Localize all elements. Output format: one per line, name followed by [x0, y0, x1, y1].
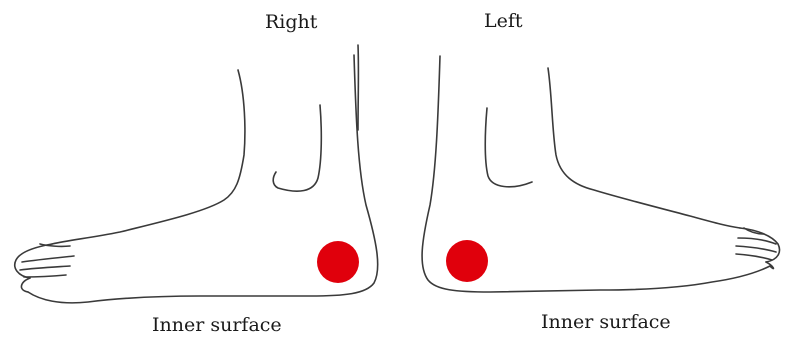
right-heel-marker — [317, 241, 359, 283]
right-inner-surface-label: Inner surface — [152, 316, 282, 335]
left-inner-surface-label: Inner surface — [541, 313, 671, 332]
left-heel-marker — [446, 240, 488, 282]
left-foot-label: Left — [484, 12, 523, 31]
right-foot-label: Right — [265, 13, 317, 32]
